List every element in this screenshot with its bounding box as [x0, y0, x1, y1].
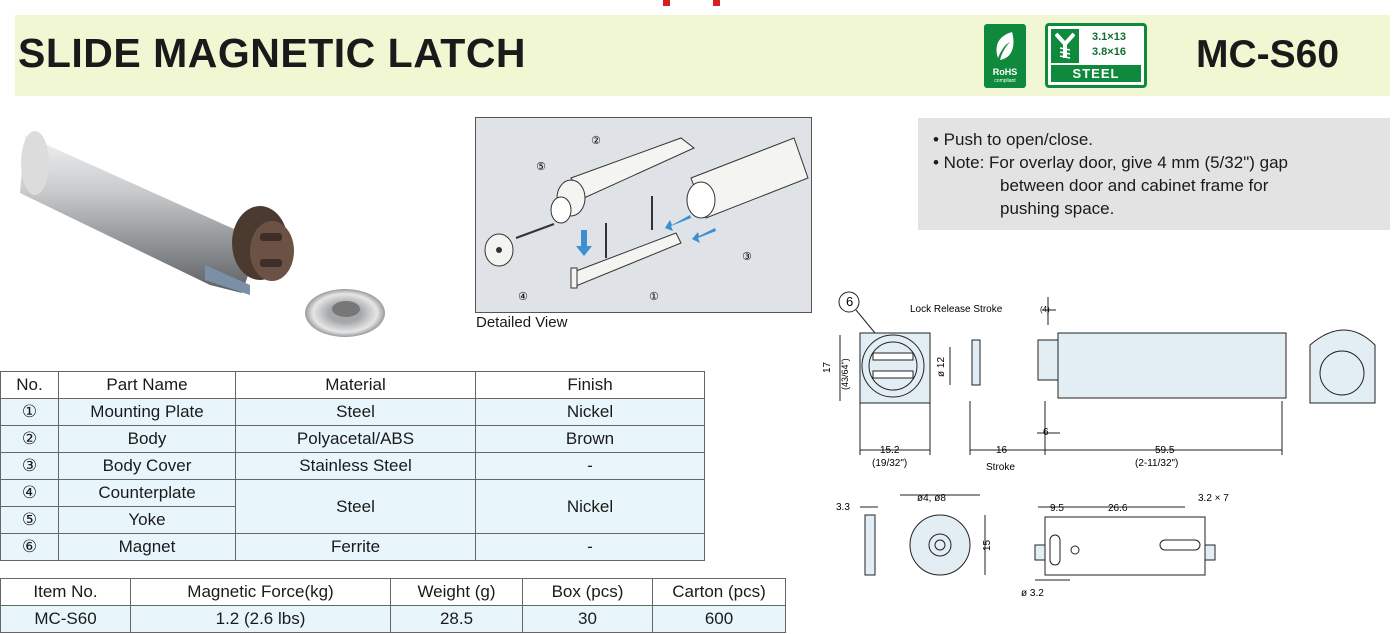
- cell-box: 30: [522, 605, 653, 633]
- cell-material: Steel: [235, 479, 476, 534]
- product-photo: [20, 131, 385, 337]
- callout-5: ⑤: [536, 160, 546, 173]
- table-row: ① Mounting Plate Steel Nickel: [0, 398, 705, 426]
- dim-6: 6: [1043, 427, 1049, 438]
- dim-26-6: 26.6: [1108, 503, 1128, 514]
- model-number: MC-S60: [1196, 33, 1340, 76]
- col-weight: Weight (g): [390, 578, 523, 606]
- table-row: ⑥ Magnet Ferrite -: [0, 533, 705, 561]
- dim-15: 15: [982, 539, 993, 551]
- dim-3-2x7: 3.2 × 7: [1198, 493, 1229, 504]
- table-row: ③ Body Cover Stainless Steel -: [0, 452, 705, 480]
- col-finish: Finish: [475, 371, 705, 399]
- notes-box: • Push to open/close. • Note: For overla…: [918, 118, 1390, 230]
- note-overlay-cont-2: pushing space.: [1000, 199, 1115, 218]
- cell-material: Stainless Steel: [235, 452, 476, 480]
- lock-release-value: (4): [1040, 305, 1050, 314]
- parts-table: No. Part Name Material Finish ① Mounting…: [0, 371, 705, 561]
- cell-material: Polyacetal/ABS: [235, 425, 476, 453]
- dim-17-frac: (43/64"): [840, 358, 850, 390]
- dim-15-2-frac: (19/32"): [872, 458, 907, 469]
- dim-9-5: 9.5: [1050, 503, 1064, 514]
- screw-size-2: 3.8×16: [1092, 46, 1126, 58]
- dim-15-2: 15.2: [880, 445, 900, 456]
- rohs-sublabel: compliant: [994, 78, 1016, 84]
- screw-icon: [1051, 29, 1079, 63]
- callout-3: ③: [742, 250, 752, 263]
- table-row: ② Body Polyacetal/ABS Brown: [0, 425, 705, 453]
- cell-no: ④: [0, 479, 59, 507]
- col-material: Material: [235, 371, 476, 399]
- note-overlay: • Note: For overlay door, give 4 mm (5/3…: [933, 153, 1288, 172]
- note-push: • Push to open/close.: [933, 130, 1093, 149]
- note-overlay-cont-1: between door and cabinet frame for: [1000, 176, 1269, 195]
- cell-part-name: Body: [58, 425, 236, 453]
- spec-table-header: Item No. Magnetic Force(kg) Weight (g) B…: [0, 578, 786, 606]
- cell-carton: 600: [652, 605, 786, 633]
- leaf-icon: [996, 32, 1014, 60]
- detailed-view-caption: Detailed View: [476, 314, 568, 331]
- cell-no: ⑥: [0, 533, 59, 561]
- rohs-label: RoHS: [992, 67, 1018, 77]
- callout-6-label: 6: [846, 294, 853, 309]
- table-row: ⑤ Yoke: [0, 506, 705, 534]
- col-part-name: Part Name: [58, 371, 236, 399]
- cell-finish: Nickel: [475, 398, 705, 426]
- callout-2: ②: [591, 134, 601, 147]
- col-no: No.: [0, 371, 59, 399]
- cell-no: ③: [0, 452, 59, 480]
- cell-part-name: Magnet: [58, 533, 236, 561]
- cell-material: Steel: [235, 398, 476, 426]
- stroke-label: Stroke: [986, 462, 1015, 473]
- cell-no: ②: [0, 425, 59, 453]
- dim-17: 17: [822, 361, 833, 373]
- col-box: Box (pcs): [522, 578, 653, 606]
- table-row: MC-S60 1.2 (2.6 lbs) 28.5 30 600: [0, 605, 786, 633]
- cell-item-no: MC-S60: [0, 605, 131, 633]
- callout-1: ①: [649, 290, 659, 303]
- cell-part-name: Body Cover: [58, 452, 236, 480]
- cell-no: ⑤: [0, 506, 59, 534]
- technical-drawing: 6 Lock Release Stroke (4) 17 (43/64") ø …: [822, 291, 1376, 599]
- dim-d3-2: ø 3.2: [1021, 588, 1044, 599]
- col-magnetic-force: Magnetic Force(kg): [130, 578, 391, 606]
- cell-finish: -: [475, 533, 705, 561]
- cell-no: ①: [0, 398, 59, 426]
- dim-16: 16: [996, 445, 1008, 456]
- dim-d12: ø 12: [936, 357, 947, 377]
- screw-size-1: 3.1×13: [1092, 31, 1126, 43]
- col-item-no: Item No.: [0, 578, 131, 606]
- cell-material: Ferrite: [235, 533, 476, 561]
- title-bar: [15, 15, 1390, 96]
- page-title: SLIDE MAGNETIC LATCH: [18, 30, 527, 76]
- dim-3-3: 3.3: [836, 502, 850, 513]
- cell-magnetic-force: 1.2 (2.6 lbs): [130, 605, 391, 633]
- col-carton: Carton (pcs): [652, 578, 786, 606]
- cell-finish: Brown: [475, 425, 705, 453]
- spec-table: Item No. Magnetic Force(kg) Weight (g) B…: [0, 578, 786, 633]
- cell-finish: Nickel: [475, 479, 705, 534]
- dim-59-5: 59.5: [1155, 445, 1175, 456]
- cell-part-name: Mounting Plate: [58, 398, 236, 426]
- cell-part-name: Counterplate: [58, 479, 236, 507]
- dim-d4-d8: ø4, ø8: [917, 493, 946, 504]
- parts-table-header: No. Part Name Material Finish: [0, 371, 705, 399]
- callout-4: ④: [518, 290, 528, 303]
- rohs-badge: RoHS compliant: [984, 24, 1026, 88]
- screw-badge: 3.1×13 3.8×16 STEEL: [1045, 23, 1147, 88]
- table-row: ④ Counterplate Steel Nickel: [0, 479, 705, 534]
- cell-part-name: Yoke: [58, 506, 236, 534]
- detailed-view: ② ⑤ ③ ④ ①: [475, 117, 812, 313]
- screw-material: STEEL: [1051, 65, 1141, 82]
- dim-59-5-frac: (2-11/32"): [1135, 458, 1178, 469]
- top-red-mark: [663, 0, 723, 6]
- lock-release-label: Lock Release Stroke: [910, 304, 1003, 315]
- cell-weight: 28.5: [390, 605, 523, 633]
- cell-finish: -: [475, 452, 705, 480]
